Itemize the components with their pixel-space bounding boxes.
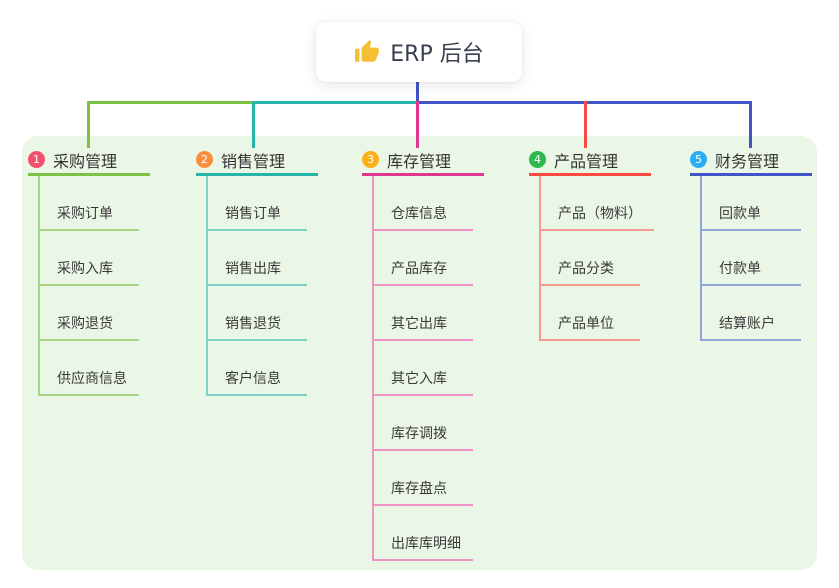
child-label: 仓库信息 (374, 203, 473, 231)
connector-drop-procurement (87, 101, 90, 148)
list-item[interactable]: 产品（物料） (541, 176, 654, 231)
branch-children-sales: 销售订单 销售出库 销售退货 客户信息 (206, 176, 307, 396)
child-label: 供应商信息 (40, 368, 139, 396)
branch-title-label: 采购管理 (53, 151, 118, 171)
list-item[interactable]: 产品分类 (541, 231, 654, 286)
child-label: 销售退货 (208, 313, 307, 341)
list-item[interactable]: 结算账户 (702, 286, 801, 341)
thumbs-up-icon (355, 40, 380, 62)
branch-inventory: 3 库存管理 仓库信息 产品库存 其它出库 其它入库 库存调拨 库存盘点 出库库… (362, 146, 484, 561)
list-item[interactable]: 采购入库 (40, 231, 139, 286)
connector-drop-inventory (416, 101, 419, 148)
list-item[interactable]: 回款单 (702, 176, 801, 231)
branch-title-label: 销售管理 (221, 151, 286, 171)
connector-bus-procurement (87, 101, 253, 104)
connector-drop-finance (749, 101, 752, 148)
connector-bus-sales (253, 101, 419, 104)
branch-title-label: 库存管理 (387, 151, 452, 171)
badge-5-icon: 5 (690, 151, 707, 168)
branch-procurement: 1 采购管理 采购订单 采购入库 采购退货 供应商信息 (28, 146, 150, 396)
child-label: 库存调拨 (374, 423, 473, 451)
child-label: 采购退货 (40, 313, 139, 341)
root-label: ERP 后台 (390, 42, 484, 67)
connector-bus-finance (416, 101, 751, 104)
list-item[interactable]: 付款单 (702, 231, 801, 286)
child-label: 产品库存 (374, 258, 473, 286)
branch-title-finance[interactable]: 5 财务管理 (690, 146, 812, 176)
list-item[interactable]: 供应商信息 (40, 341, 139, 396)
child-label: 其它出库 (374, 313, 473, 341)
connector-drop-sales (252, 101, 255, 148)
list-item[interactable]: 其它出库 (374, 286, 473, 341)
child-label: 库存盘点 (374, 478, 473, 506)
list-item[interactable]: 销售退货 (208, 286, 307, 341)
root-node[interactable]: ERP 后台 (316, 22, 522, 82)
badge-2-icon: 2 (196, 151, 213, 168)
child-label: 回款单 (702, 203, 801, 231)
badge-1-icon: 1 (28, 151, 45, 168)
list-item[interactable]: 客户信息 (208, 341, 307, 396)
branch-title-label: 产品管理 (554, 151, 619, 171)
branch-sales: 2 销售管理 销售订单 销售出库 销售退货 客户信息 (196, 146, 318, 396)
list-item[interactable]: 产品单位 (541, 286, 654, 341)
list-item[interactable]: 其它入库 (374, 341, 473, 396)
list-item[interactable]: 仓库信息 (374, 176, 473, 231)
list-item[interactable]: 库存调拨 (374, 396, 473, 451)
branch-children-procurement: 采购订单 采购入库 采购退货 供应商信息 (38, 176, 139, 396)
badge-3-icon: 3 (362, 151, 379, 168)
branch-title-inventory[interactable]: 3 库存管理 (362, 146, 484, 176)
list-item[interactable]: 出库库明细 (374, 506, 473, 561)
branch-children-product: 产品（物料） 产品分类 产品单位 (539, 176, 654, 341)
child-label: 出库库明细 (374, 533, 473, 561)
connector-trunk (416, 82, 419, 104)
branches-panel (22, 136, 817, 570)
list-item[interactable]: 销售订单 (208, 176, 307, 231)
child-label: 产品单位 (541, 313, 640, 341)
child-label: 采购入库 (40, 258, 139, 286)
branch-title-product[interactable]: 4 产品管理 (529, 146, 651, 176)
branch-title-sales[interactable]: 2 销售管理 (196, 146, 318, 176)
child-label: 其它入库 (374, 368, 473, 396)
list-item[interactable]: 库存盘点 (374, 451, 473, 506)
branch-finance: 5 财务管理 回款单 付款单 结算账户 (690, 146, 812, 341)
list-item[interactable]: 采购退货 (40, 286, 139, 341)
branch-title-procurement[interactable]: 1 采购管理 (28, 146, 150, 176)
child-label: 采购订单 (40, 203, 139, 231)
branch-title-label: 财务管理 (715, 151, 780, 171)
branch-children-inventory: 仓库信息 产品库存 其它出库 其它入库 库存调拨 库存盘点 出库库明细 (372, 176, 473, 561)
child-label: 结算账户 (702, 313, 801, 341)
branch-product: 4 产品管理 产品（物料） 产品分类 产品单位 (529, 146, 654, 341)
child-label: 产品（物料） (541, 203, 654, 231)
child-label: 付款单 (702, 258, 801, 286)
child-label: 产品分类 (541, 258, 640, 286)
list-item[interactable]: 销售出库 (208, 231, 307, 286)
list-item[interactable]: 产品库存 (374, 231, 473, 286)
badge-4-icon: 4 (529, 151, 546, 168)
child-label: 销售出库 (208, 258, 307, 286)
child-label: 销售订单 (208, 203, 307, 231)
list-item[interactable]: 采购订单 (40, 176, 139, 231)
connector-drop-product (584, 101, 587, 148)
branch-children-finance: 回款单 付款单 结算账户 (700, 176, 801, 341)
child-label: 客户信息 (208, 368, 307, 396)
